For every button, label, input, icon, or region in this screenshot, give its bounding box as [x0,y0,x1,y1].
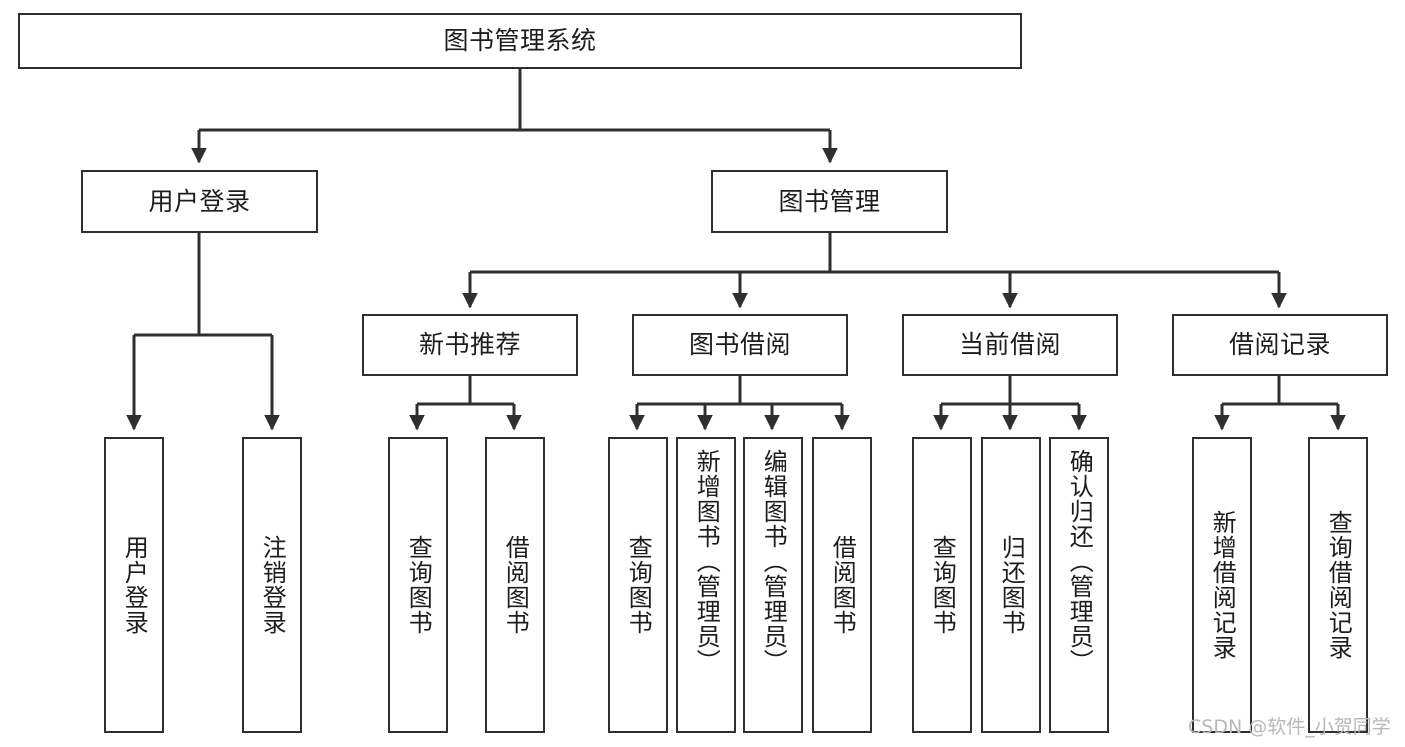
node-label: 查询图书 [928,535,957,635]
leaf-return-book[interactable]: 归还图书 [981,437,1041,733]
node-label: 图书管理 [778,186,881,216]
leaf-confirm-return-admin[interactable]: 确认归还（管理员） [1049,437,1109,733]
watermark-text: CSDN @软件_小贺同学 [1188,716,1391,738]
node-new-book-recommend[interactable]: 新书推荐 [362,314,578,376]
leaf-user-login[interactable]: 用户登录 [104,437,164,733]
node-label: 借阅图书 [828,535,857,635]
leaf-add-borrow-record[interactable]: 新增借阅记录 [1192,437,1252,733]
node-borrow-record[interactable]: 借阅记录 [1172,314,1388,376]
node-label: 图书管理系统 [443,26,597,55]
leaf-query-borrow-record[interactable]: 查询借阅记录 [1308,437,1368,733]
node-label: 新增图书（管理员） [692,449,721,674]
node-label: 用户登录 [120,535,149,635]
leaf-add-book-admin[interactable]: 新增图书（管理员） [676,437,736,733]
node-user-login[interactable]: 用户登录 [81,170,318,233]
node-root-book-management-system[interactable]: 图书管理系统 [18,13,1022,69]
node-label: 查询借阅记录 [1324,510,1353,660]
leaf-query-book-current[interactable]: 查询图书 [912,437,972,733]
node-label: 确认归还（管理员） [1065,449,1094,674]
node-book-borrow[interactable]: 图书借阅 [632,314,848,376]
node-label: 注销登录 [258,535,287,635]
node-label: 新书推荐 [418,330,521,359]
node-label: 图书借阅 [688,330,791,359]
leaf-query-book-recommend[interactable]: 查询图书 [388,437,448,733]
node-book-manage[interactable]: 图书管理 [711,170,948,233]
leaf-borrow-book-recommend[interactable]: 借阅图书 [485,437,545,733]
node-label: 查询图书 [404,535,433,635]
leaf-query-book-borrow[interactable]: 查询图书 [608,437,668,733]
node-label: 编辑图书（管理员） [759,449,788,674]
node-label: 新增借阅记录 [1208,510,1237,660]
leaf-edit-book-admin[interactable]: 编辑图书（管理员） [743,437,803,733]
node-label: 当前借阅 [958,330,1061,359]
node-label: 查询图书 [624,535,653,635]
node-label: 借阅图书 [501,535,530,635]
node-label: 借阅记录 [1228,330,1331,359]
leaf-logout-login[interactable]: 注销登录 [242,437,302,733]
node-current-borrow[interactable]: 当前借阅 [902,314,1118,376]
node-label: 归还图书 [997,535,1026,635]
node-label: 用户登录 [148,186,251,216]
leaf-borrow-book-borrow[interactable]: 借阅图书 [812,437,872,733]
